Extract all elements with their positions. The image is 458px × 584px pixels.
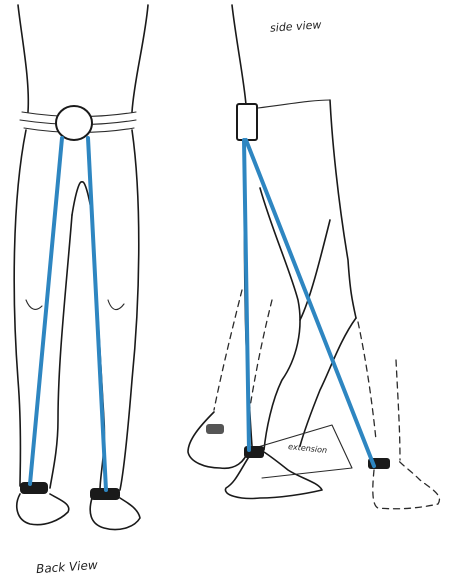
back-view-figure bbox=[14, 5, 148, 530]
left-ankle-strap bbox=[20, 482, 48, 494]
back-right-cord bbox=[88, 138, 106, 490]
side-dashed-ankle-strap bbox=[206, 424, 224, 434]
side-waist-anchor bbox=[237, 104, 257, 140]
side-view-figure bbox=[188, 5, 439, 509]
side-vertical-cord bbox=[244, 140, 249, 450]
back-waist-anchor bbox=[56, 106, 92, 140]
